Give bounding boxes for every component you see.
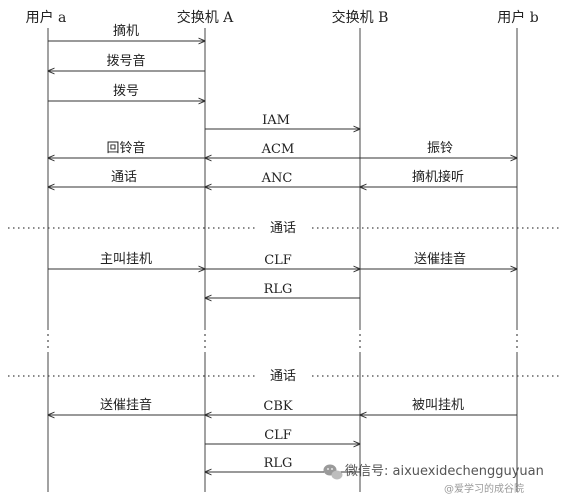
wechat-icon bbox=[323, 464, 343, 480]
msg-label-m7a: 主叫挂机 bbox=[100, 252, 152, 267]
msg-label-m7b: CLF bbox=[264, 253, 292, 268]
msg-label-m6a: 通话 bbox=[111, 170, 137, 185]
watermark-subtext: @爱学习的成谷院 bbox=[444, 482, 524, 495]
msg-label-m3: 拨号 bbox=[113, 84, 139, 99]
participant-label-a: 用户 a bbox=[26, 9, 67, 26]
separator-label-s1: 通话 bbox=[270, 221, 296, 236]
watermark: 微信号: aixuexidechengguyuan @爱学习的成谷院 bbox=[323, 464, 544, 495]
participant-label-A: 交换机 A bbox=[177, 9, 234, 26]
msg-label-m11: RLG bbox=[264, 456, 293, 471]
participant-label-B: 交换机 B bbox=[332, 9, 389, 26]
msg-label-m5c: 振铃 bbox=[427, 141, 453, 156]
msg-label-m8: RLG bbox=[264, 282, 293, 297]
participant-label-b: 用户 b bbox=[497, 9, 538, 26]
msg-label-m4: IAM bbox=[262, 113, 290, 128]
msg-label-m1: 摘机 bbox=[113, 23, 139, 39]
msg-label-m6b: ANC bbox=[261, 171, 293, 186]
lifeline-gap-dots bbox=[47, 334, 518, 348]
msg-label-m5b: ACM bbox=[261, 142, 295, 157]
separator-label-s2: 通话 bbox=[270, 369, 296, 384]
msg-label-m9a: 送催挂音 bbox=[100, 397, 152, 413]
msg-label-m2: 拨号音 bbox=[106, 53, 145, 69]
msg-label-m9b: CBK bbox=[263, 399, 293, 414]
msg-label-m7c: 送催挂音 bbox=[414, 251, 466, 267]
watermark-text: 微信号: aixuexidechengguyuan bbox=[345, 464, 544, 479]
msg-label-m5a: 回铃音 bbox=[106, 140, 145, 156]
msg-label-m6c: 摘机接听 bbox=[412, 169, 464, 185]
msg-label-m9c: 被叫挂机 bbox=[412, 398, 464, 413]
msg-label-m10: CLF bbox=[264, 428, 292, 443]
